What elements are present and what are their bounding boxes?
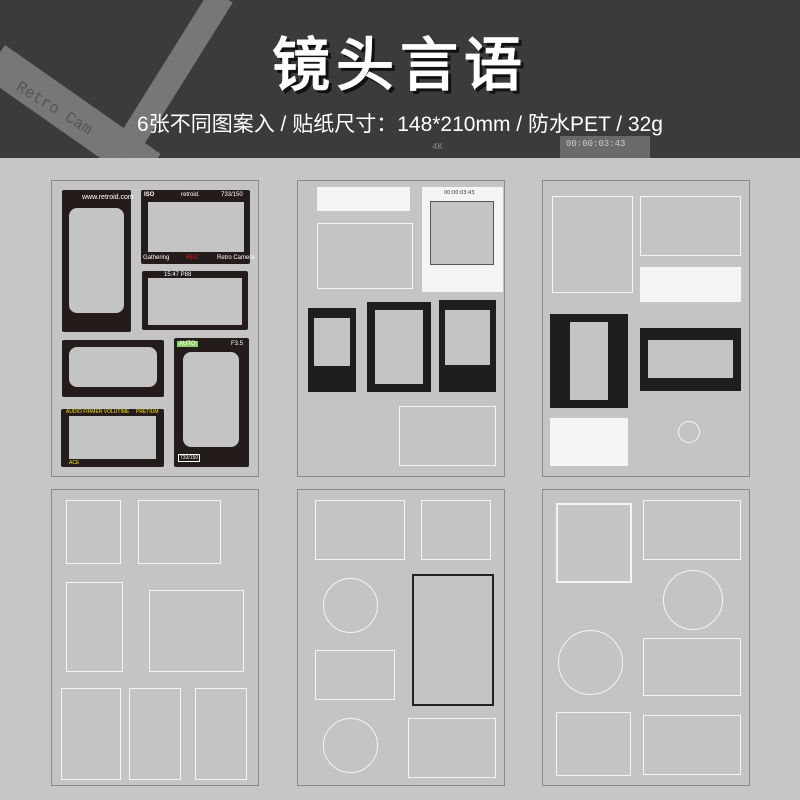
phone-outline-sticker [552,196,633,293]
sticker-frame: AUDIO FIRMER VOLUTIME PRETIUM ACE [61,409,164,467]
viewfinder-sticker [66,582,123,672]
frame-window [69,208,124,313]
sticker-sheet-4 [51,489,259,786]
sticker-sheet-6 [542,489,750,786]
film-strip-sticker [550,314,628,408]
focus-circle-sticker [323,718,378,773]
sticker-sheet-5 [297,489,505,786]
sticker-sheet-3 [542,180,750,477]
frame-window [69,416,156,459]
pretium-label: PRETIUM [136,409,159,415]
sticker-sheet-2: 00:00:03:43 [297,180,505,477]
sticker-frame: 15:47 P88 [142,271,248,330]
timecode-label: 00:00:03:43 [444,190,475,196]
page-title: 镜头言语 [271,31,528,99]
sticker-frame: www.retroid.com [62,190,134,332]
counter-label: 733/150 [221,192,243,198]
time-label: 15:47 P88 [164,272,192,278]
viewfinder-sticker [138,500,221,564]
brand-label: retroid. [181,192,200,198]
viewfinder-sticker [640,196,741,256]
viewfinder-sticker [66,500,121,564]
gathering-label: Gathering [143,255,170,261]
sticker-frame: ISO retroid. 733/150 Gathering REC Retro… [141,190,255,264]
viewfinder-sticker [643,715,741,775]
viewfinder-sticker [195,688,247,780]
frame-window [69,347,157,387]
viewfinder-sticker [421,500,491,560]
viewfinder-sticker [643,500,741,560]
viewfinder-sticker [315,500,405,560]
viewfinder-sticker [149,590,244,672]
aperture-label: F3.5 [231,341,244,347]
focus-circle-sticker [678,421,700,443]
frame-window [148,278,242,325]
url-label: www.retroid.com [82,194,134,201]
count-label: 733/150 [178,454,201,462]
sticker-frame [62,340,164,397]
phone-screen [445,310,490,365]
page-subtitle: 6张不同图案入 / 贴纸尺寸：148*210mm / 防水PET / 32g [137,113,663,136]
sticker-frame: AUTO F3.5 733/150 [174,338,249,467]
auto-label: AUTO [177,341,198,347]
viewfinder-sticker [556,712,631,776]
grid-sticker [556,503,632,583]
focus-circle-sticker [663,570,723,630]
viewfinder-sticker [643,638,741,696]
timecode-text: 00:00:03:43 [560,136,650,158]
camera-screen [375,310,423,384]
phone-screen [314,318,350,366]
viewfinder-sticker [315,650,395,700]
viewfinder-sticker [129,688,181,780]
film-strip-sticker [640,328,741,391]
phone-sticker [439,300,496,392]
focus-circle-sticker [323,578,378,633]
retro-camera-label: Retro Camera [217,255,255,261]
viewfinder-sticker [61,688,121,780]
sticker-sheet-1: www.retroid.com ISO retroid. 733/150 Gat… [51,180,259,477]
audio-label: AUDIO FIRMER VOLUTIME [66,409,130,415]
camera-screen-sticker [367,302,431,392]
iso-label: ISO [144,192,155,198]
resolution-text: 4K [432,142,443,152]
film-window [648,340,733,378]
polaroid-photo [430,201,494,265]
viewfinder-sticker [317,223,413,289]
screen-sticker [640,267,741,302]
viewfinder-sticker [408,718,496,778]
phone-outline-sticker [412,574,494,706]
frame-window [148,202,244,252]
polaroid-sticker: 00:00:03:43 [422,187,503,292]
phone-sticker [550,418,628,466]
rec-label: REC [186,255,199,261]
frame-window [183,352,239,447]
player-bar-sticker [317,187,410,211]
viewfinder-sticker [399,406,496,466]
ace-label: ACE [69,460,80,466]
header-banner: Retro Cam 00:00:03:43 4K 镜头言语 6张不同图案入 / … [0,0,800,158]
film-window [570,322,608,400]
phone-sticker [308,308,356,392]
focus-circle-sticker [558,630,623,695]
